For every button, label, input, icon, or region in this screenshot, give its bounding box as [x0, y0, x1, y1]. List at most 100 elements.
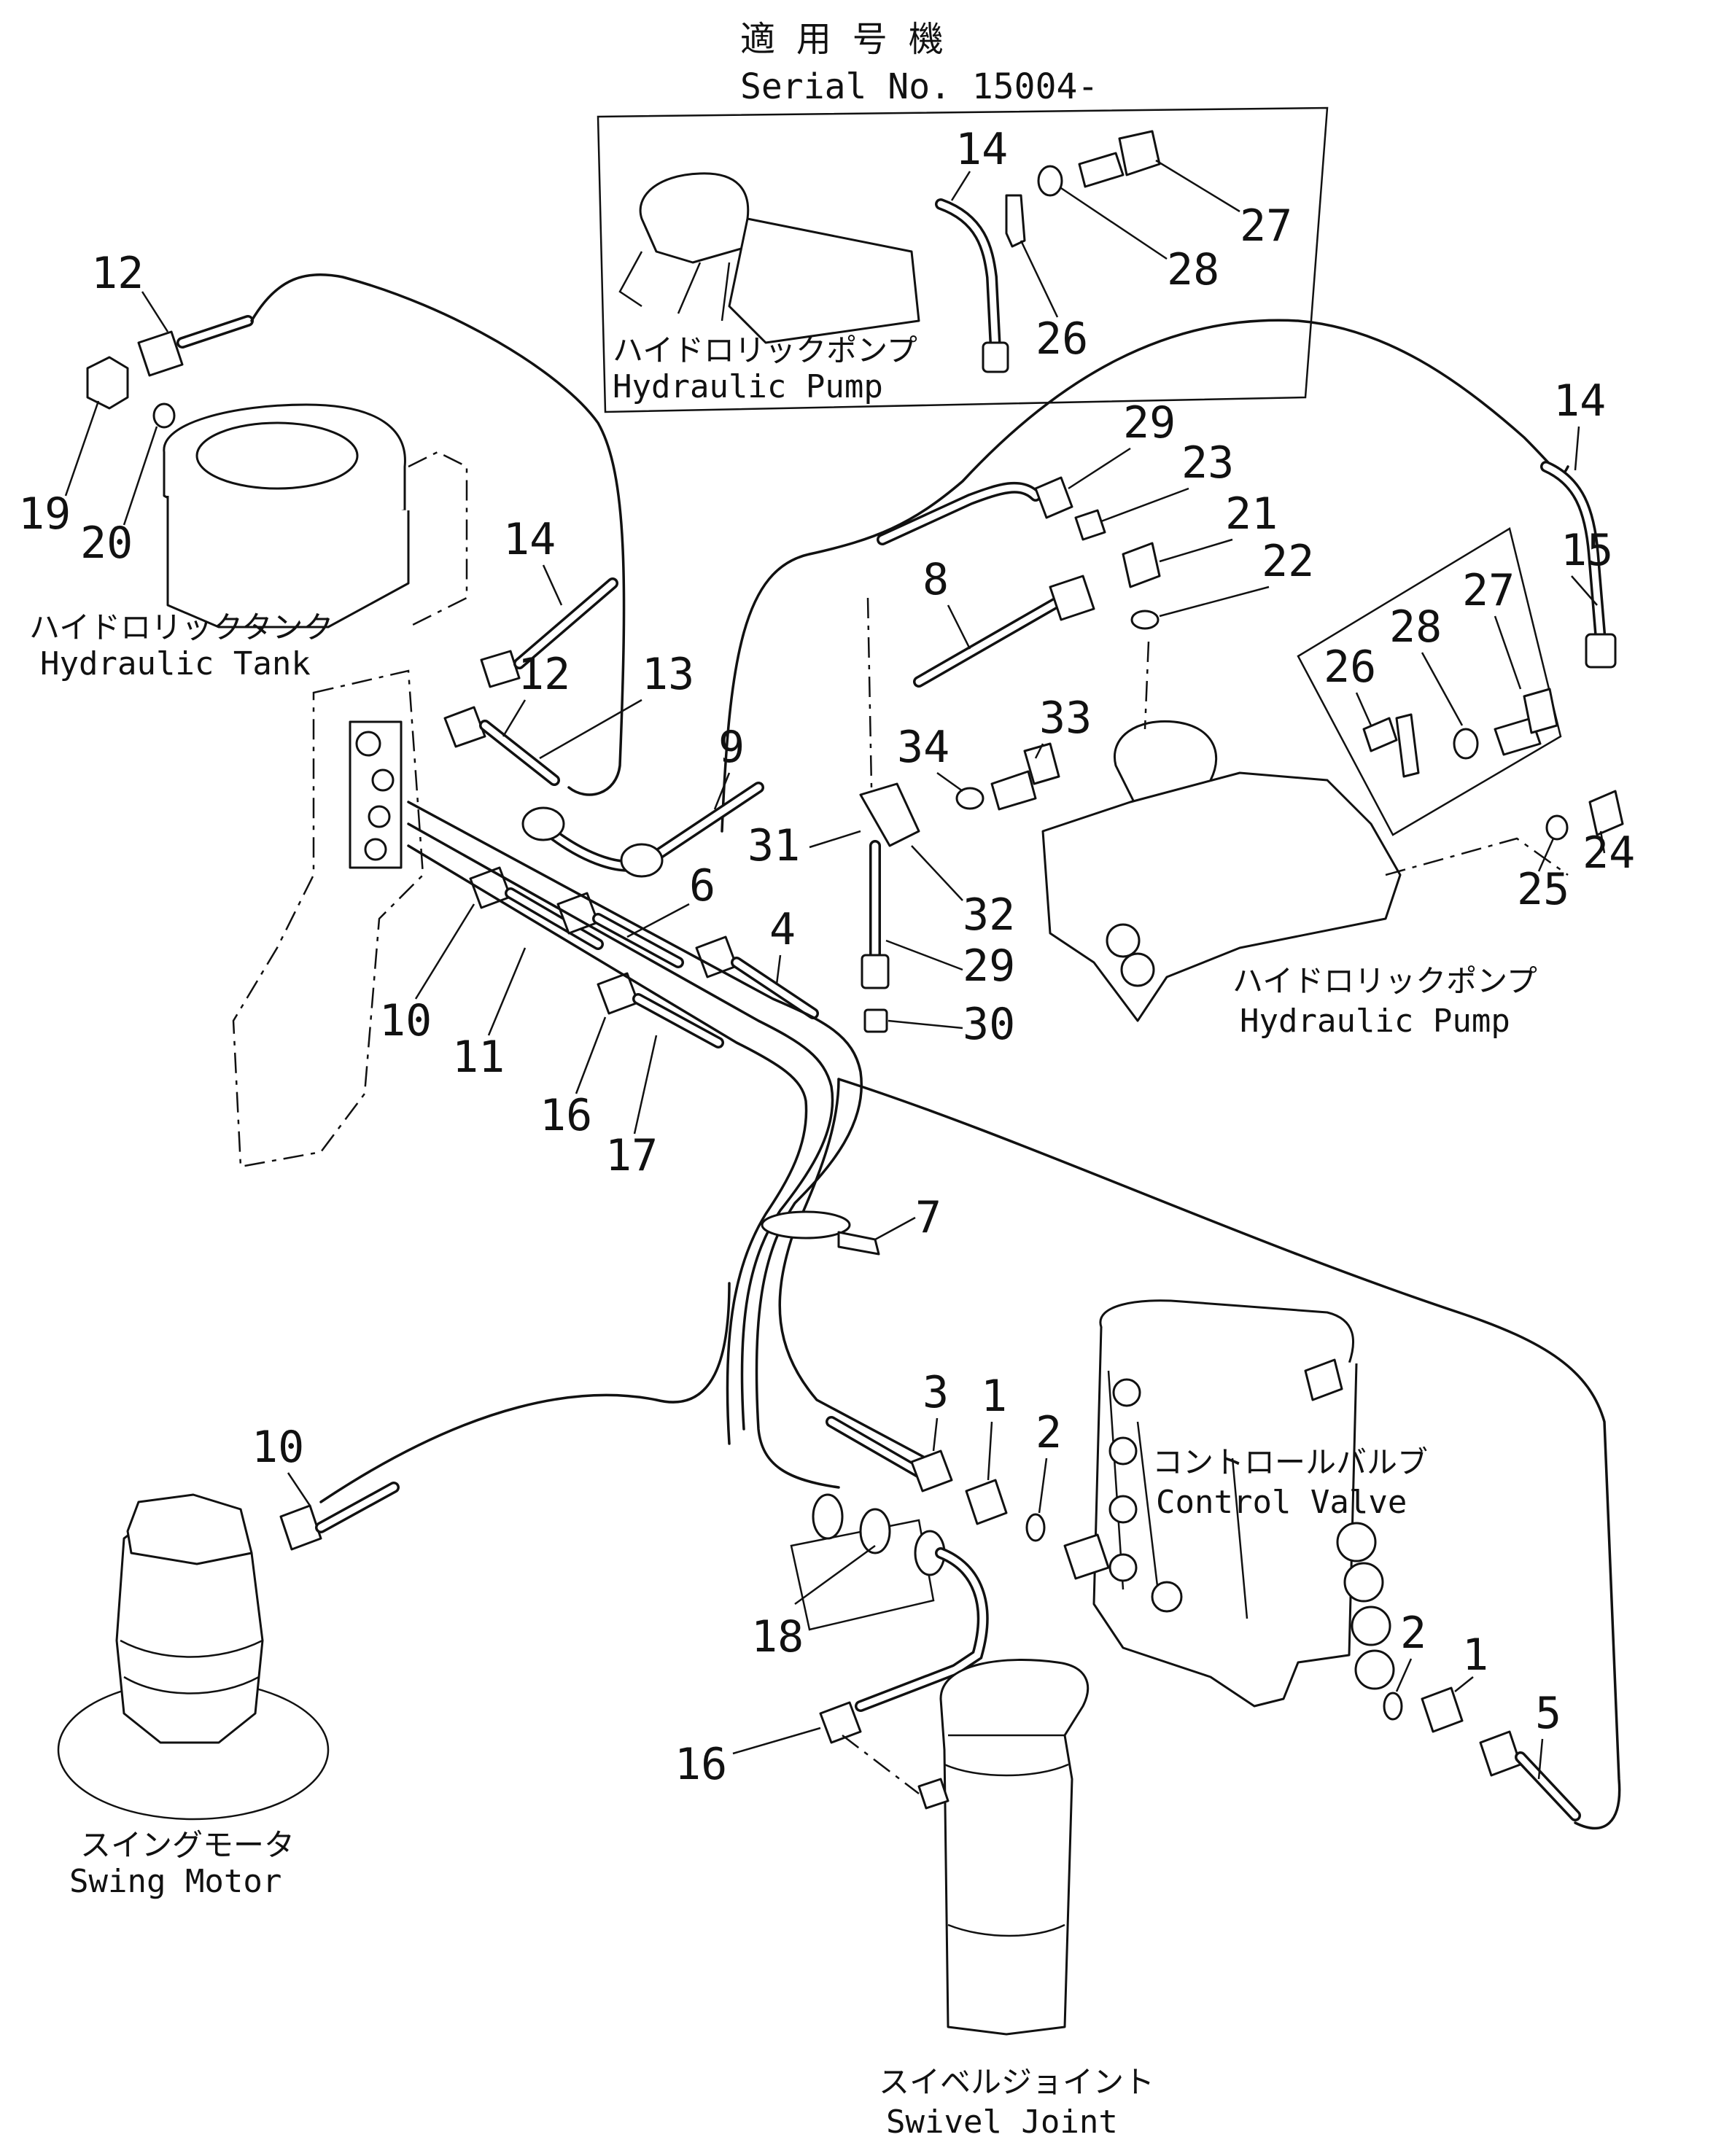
- callout-16-lower: 16: [675, 1739, 727, 1790]
- hose-29-fitting: [1034, 476, 1073, 519]
- callout-24: 24: [1583, 828, 1635, 879]
- callout-tank-12: 12: [91, 248, 144, 299]
- callout-34: 34: [897, 722, 950, 773]
- tank-cap: [195, 421, 359, 490]
- return-line-12: [250, 273, 626, 796]
- swivel-joint-label-jp: スイベルジョイント: [879, 2064, 1154, 2100]
- adapter-1-left: [965, 1479, 1008, 1525]
- callout-11: 11: [452, 1032, 505, 1083]
- elbow-19: [86, 356, 129, 410]
- callout-27-right: 27: [1462, 565, 1515, 616]
- tank-label-en: Hydraulic Tank: [40, 645, 311, 682]
- oring-22: [1130, 610, 1160, 630]
- bundle-line-d: [778, 1078, 928, 1460]
- callout-9: 9: [718, 722, 745, 773]
- callout-7: 7: [915, 1192, 941, 1243]
- swing-motor-label-en: Swing Motor: [69, 1863, 281, 1900]
- inset-bolt-27-shank: [1078, 152, 1125, 188]
- swivel-port: [917, 1778, 950, 1810]
- valve-return-loop: [837, 1078, 1621, 1830]
- band-clamp-7: [761, 1210, 851, 1239]
- control-valve-label-en: Control Valve: [1156, 1484, 1407, 1521]
- callout-22: 22: [1262, 536, 1314, 587]
- inset-hose-fitting: [982, 341, 1009, 373]
- callout-tank-20: 20: [80, 518, 133, 569]
- oring-2-right: [1383, 1692, 1403, 1721]
- swing-motor-top: [126, 1493, 253, 1565]
- control-valve-label-jp: コントロールバルブ: [1152, 1444, 1428, 1480]
- serial-title-en: Serial No. 15004-: [740, 66, 1098, 107]
- inset-pump-detail: [618, 251, 731, 322]
- callout-14-right: 14: [1553, 375, 1606, 427]
- swing-motor-line: [319, 1282, 731, 1503]
- valve-port-left: [1063, 1533, 1110, 1580]
- callout-15: 15: [1561, 525, 1613, 576]
- bundle-line-b: [407, 822, 834, 1431]
- pump-label-en: Hydraulic Pump: [1240, 1003, 1510, 1040]
- clamp-26-right: [1362, 717, 1398, 752]
- serial-inset: 適 用 号 機 Serial No. 15004- 14 27 28 26 ハイ…: [597, 19, 1329, 413]
- bolt-27-right: [1494, 717, 1542, 756]
- callout-14-center: 14: [503, 514, 556, 565]
- callout-inset-26: 26: [1036, 314, 1088, 365]
- inset-pump-body: [639, 172, 750, 264]
- bundle-line-a: [407, 801, 863, 1489]
- hose-9-fitting: [521, 806, 565, 841]
- control-valve: コントロールバルブ Control Valve: [1063, 1299, 1428, 1708]
- hose-15-fitting: [1585, 633, 1617, 669]
- elbow-24: [1588, 790, 1624, 836]
- plug-30: [863, 1008, 888, 1033]
- inset-pump-housing: [728, 217, 920, 344]
- callout-10-upper: 10: [379, 995, 432, 1046]
- callout-30: 30: [963, 999, 1015, 1050]
- callout-26-right: 26: [1324, 642, 1376, 693]
- callout-23: 23: [1181, 437, 1234, 489]
- callout-31: 31: [747, 820, 800, 871]
- serial-inset-frame: [597, 106, 1329, 413]
- washer-28-right: [1453, 728, 1479, 760]
- adapter-1-right: [1421, 1686, 1464, 1733]
- callout-4: 4: [769, 904, 796, 955]
- callout-10-lower: 10: [252, 1422, 304, 1473]
- swivel-joint-body: [939, 1659, 1090, 2036]
- hose-end-4: [695, 935, 738, 978]
- elbow-21: [1122, 542, 1161, 588]
- swing-motor: 10 スイングモータ Swing Motor: [57, 1422, 400, 1900]
- callout-1-left: 1: [981, 1371, 1007, 1422]
- inset-bolt-27-head: [1118, 130, 1161, 176]
- callout-21: 21: [1225, 489, 1278, 540]
- oring-20: [152, 402, 176, 429]
- pump-subbox-frame: [1297, 527, 1562, 836]
- hose-3-fitting: [910, 1449, 953, 1493]
- bolt-33: [990, 770, 1037, 811]
- callout-2-right: 2: [1400, 1608, 1426, 1659]
- callout-2-left: 2: [1036, 1407, 1062, 1458]
- callout-inset-14: 14: [955, 124, 1008, 175]
- adapter-23: [1074, 509, 1106, 541]
- callout-1-right: 1: [1462, 1630, 1488, 1681]
- inset-pump-label-en: Hydraulic Pump: [613, 368, 883, 405]
- mounting-frame: [232, 669, 424, 1168]
- callout-6: 6: [689, 860, 715, 911]
- inset-clamp-26: [1005, 194, 1026, 248]
- callout-5: 5: [1535, 1688, 1561, 1739]
- inset-hose-14: [935, 198, 1001, 356]
- hose-end-10-lower: [279, 1504, 322, 1551]
- swing-motor-label-jp: スイングモータ: [80, 1827, 295, 1863]
- bundle-line-c: [407, 844, 808, 1445]
- inset-pump-label-jp: ハイドロリックポンプ: [613, 332, 917, 368]
- callout-13: 13: [642, 649, 694, 700]
- callout-3: 3: [923, 1367, 949, 1418]
- swivel-joint-label-en: Swivel Joint: [886, 2104, 1118, 2141]
- callout-28-right: 28: [1389, 602, 1442, 653]
- hose-29-lower-fitting: [861, 954, 890, 989]
- callout-17: 17: [605, 1130, 658, 1181]
- callout-32: 32: [963, 890, 1015, 941]
- valve-body: [1092, 1326, 1358, 1708]
- pump-label-jp: ハイドロリックポンプ: [1232, 963, 1537, 999]
- callout-8: 8: [923, 554, 949, 605]
- oring-2-left: [1025, 1513, 1046, 1542]
- callout-29-top: 29: [1123, 397, 1176, 448]
- inset-washer-28: [1037, 165, 1063, 197]
